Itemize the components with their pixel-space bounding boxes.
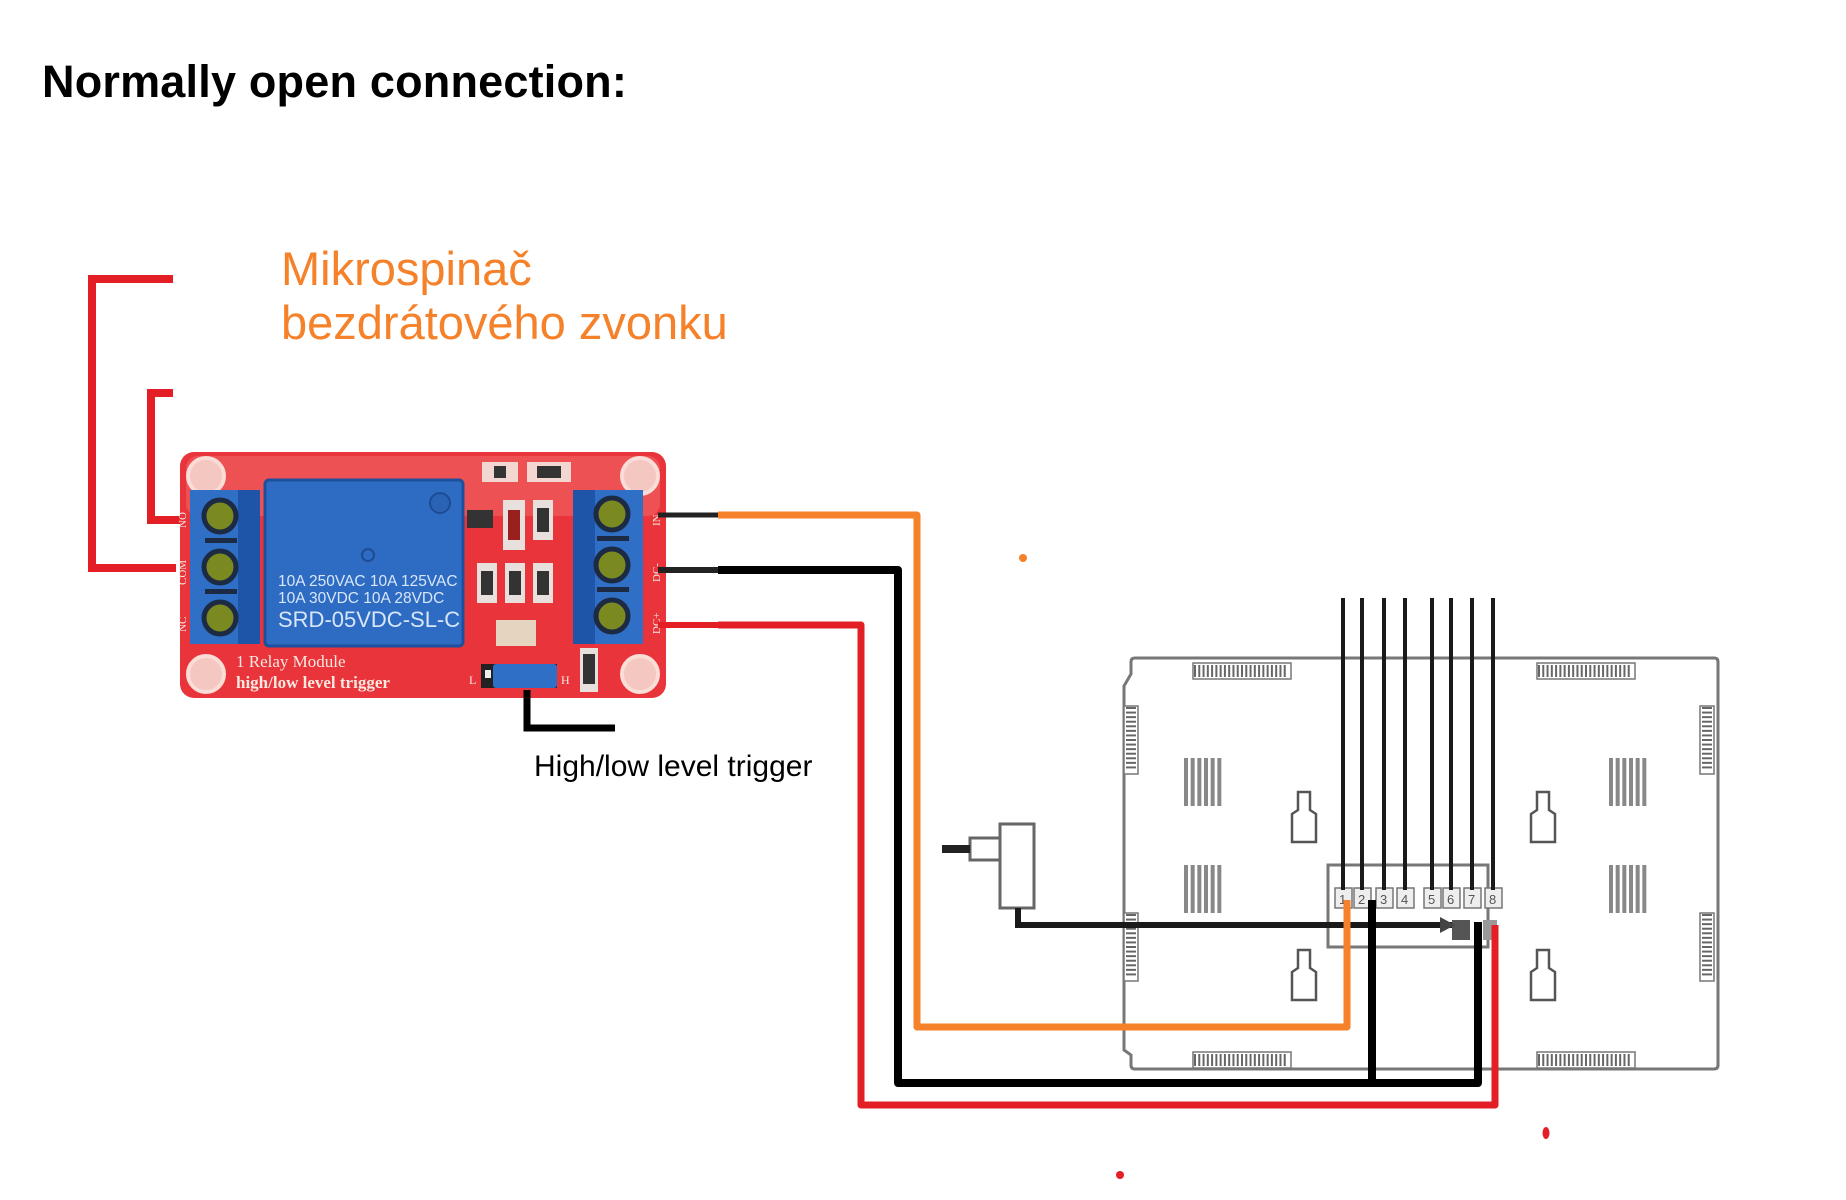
stray-dot [1019, 554, 1027, 562]
terminal-number: 3 [1380, 892, 1387, 907]
terminal-number: 5 [1428, 892, 1435, 907]
terminal-screw[interactable] [201, 548, 239, 586]
jumper-label-l: L [469, 673, 476, 687]
vent-slot [1642, 758, 1647, 806]
adapter-plug [968, 836, 1002, 862]
adapter-body [998, 822, 1036, 910]
mount-hole [186, 654, 226, 694]
diagram-title: Normally open connection: [42, 56, 628, 107]
terminal-screw[interactable] [201, 599, 239, 637]
vent-slot [1197, 758, 1202, 806]
vent-slot [1204, 865, 1208, 913]
vent-slot [1635, 865, 1640, 913]
relay-output-stubs [658, 512, 718, 628]
keyhole-mount [1290, 790, 1318, 844]
keyhole-mount [1290, 948, 1318, 1002]
terminal-screw[interactable] [593, 597, 631, 635]
vent-slot [1204, 758, 1208, 806]
terminal-screw[interactable] [201, 497, 239, 535]
power-wire [718, 621, 1499, 1109]
relay-model: SRD-05VDC-SL-C [278, 607, 460, 632]
terminal-label-no: NO [177, 512, 189, 528]
trigger-pointer-line [523, 690, 615, 732]
terminal-number: 1 [1339, 892, 1346, 907]
keyhole-mounts [1290, 790, 1557, 1002]
trigger-label: High/low level trigger [534, 750, 813, 783]
vent-slot [1635, 758, 1640, 806]
vent-slot [1210, 865, 1215, 913]
vent-slot [1615, 758, 1620, 806]
stray-dot [1542, 1127, 1550, 1139]
switch-wire-outer [88, 275, 176, 572]
vent-slot [1615, 865, 1620, 913]
relay-component: 10A 250VAC 10A 125VAC 10A 30VDC 10A 28VD… [263, 478, 465, 648]
switch-wire-inner [147, 389, 192, 524]
power-socket [1452, 920, 1470, 940]
terminal-screw[interactable] [593, 546, 631, 584]
mount-hole [620, 456, 660, 496]
signal-wire [718, 511, 1351, 1031]
vent-slot [1217, 865, 1222, 913]
terminal-label-dc-plus: DC+ [651, 613, 663, 634]
adapter-cable-tip [1440, 917, 1455, 933]
vent-slot [1210, 758, 1215, 806]
panel-bus-wires [1341, 598, 1495, 890]
vent-slot [1622, 865, 1627, 913]
vent-slot [1642, 865, 1647, 913]
jumper-label-h: H [561, 673, 570, 687]
terminal-number: 7 [1468, 892, 1475, 907]
micro-switch-label-line2: bezdrátového zvonku [281, 296, 728, 349]
terminal-label-com: COM [177, 560, 189, 585]
keyhole-mount [1529, 948, 1557, 1002]
vent-slot [1622, 758, 1627, 806]
power-adapter [942, 822, 1036, 910]
adapter-prongs [942, 845, 970, 853]
vent-slot [1184, 865, 1188, 913]
vent-slot [1629, 865, 1633, 913]
relay-module: NO COM NC 10A 250VAC 10A 125VAC 10A 30VD… [177, 452, 666, 698]
terminal-number: 6 [1447, 892, 1454, 907]
micro-switch-wires [88, 275, 192, 572]
terminal-screw[interactable] [593, 495, 631, 533]
terminal-label-in: IN [651, 514, 663, 526]
vent-slot [1217, 758, 1222, 806]
vent-slot [1197, 865, 1202, 913]
vent-slot [1629, 758, 1633, 806]
panel-vents [1123, 662, 1715, 1069]
terminal-number: 2 [1358, 892, 1365, 907]
keyhole-mount [1529, 790, 1557, 844]
stray-dot [1116, 1171, 1124, 1179]
board-label-line2: high/low level trigger [236, 673, 390, 692]
vent-slot [1190, 865, 1195, 913]
vent-slot [1609, 865, 1613, 913]
vent-slot [1190, 758, 1195, 806]
micro-switch-label-line1: Mikrospinač [281, 242, 532, 295]
relay-rating-line1: 10A 250VAC 10A 125VAC [278, 573, 458, 590]
connection-wires [718, 511, 1499, 1109]
panel-outline [1122, 656, 1720, 1071]
relay-rating-line2: 10A 30VDC 10A 28VDC [278, 590, 444, 607]
terminal-label-nc: NC [177, 617, 189, 632]
mount-hole [620, 654, 660, 694]
vent-slot [1184, 758, 1188, 806]
terminal-number: 4 [1401, 892, 1408, 907]
terminal-block-left [190, 490, 260, 644]
smd-components [467, 462, 598, 692]
trigger-jumper[interactable] [481, 664, 557, 688]
vent-slot [1609, 758, 1613, 806]
terminal-block-right [573, 490, 643, 644]
adapter-cable [1015, 908, 1452, 928]
board-label-line1: 1 Relay Module [236, 652, 346, 671]
micro-switch-label: Mikrospinač bezdrátového zvonku [281, 242, 728, 350]
mount-hole [186, 456, 226, 496]
intercom-panel [1122, 656, 1720, 1071]
ground-wire [718, 566, 1482, 1087]
terminal-number: 8 [1489, 892, 1496, 907]
